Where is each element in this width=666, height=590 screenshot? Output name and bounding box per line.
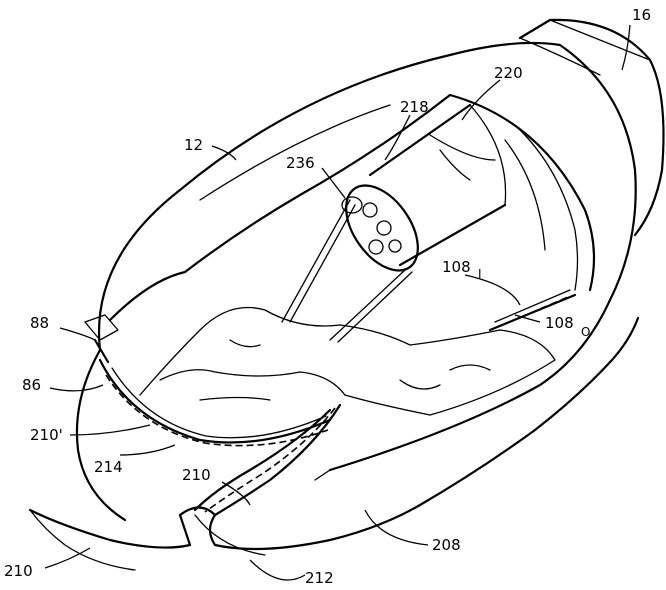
label-108-inner: 108 bbox=[442, 258, 471, 276]
internal-tube bbox=[370, 105, 506, 265]
label-88: 88 bbox=[30, 314, 49, 332]
label-210-lower: 210 bbox=[4, 562, 33, 580]
label-208: 208 bbox=[432, 536, 461, 554]
label-12: 12 bbox=[184, 136, 203, 154]
label-220: 220 bbox=[494, 64, 523, 82]
label-16: 16 bbox=[632, 6, 651, 24]
nozzle-head bbox=[332, 173, 433, 284]
label-86: 86 bbox=[22, 376, 41, 394]
label-210-prime: 210' bbox=[30, 426, 63, 444]
inner-rim bbox=[110, 95, 594, 320]
label-218: 218 bbox=[400, 98, 429, 116]
label-108-outer: 108 bbox=[545, 314, 574, 332]
label-210-upper: 210 bbox=[182, 466, 211, 484]
rear-cylinder bbox=[520, 20, 664, 235]
label-108-outer-sub: O bbox=[581, 325, 590, 339]
perforated-rim bbox=[85, 315, 330, 446]
label-236: 236 bbox=[286, 154, 315, 172]
label-214: 214 bbox=[94, 458, 123, 476]
label-212: 212 bbox=[305, 569, 334, 587]
label-108-inner-sub: I bbox=[478, 267, 482, 281]
lower-shell bbox=[30, 318, 638, 570]
